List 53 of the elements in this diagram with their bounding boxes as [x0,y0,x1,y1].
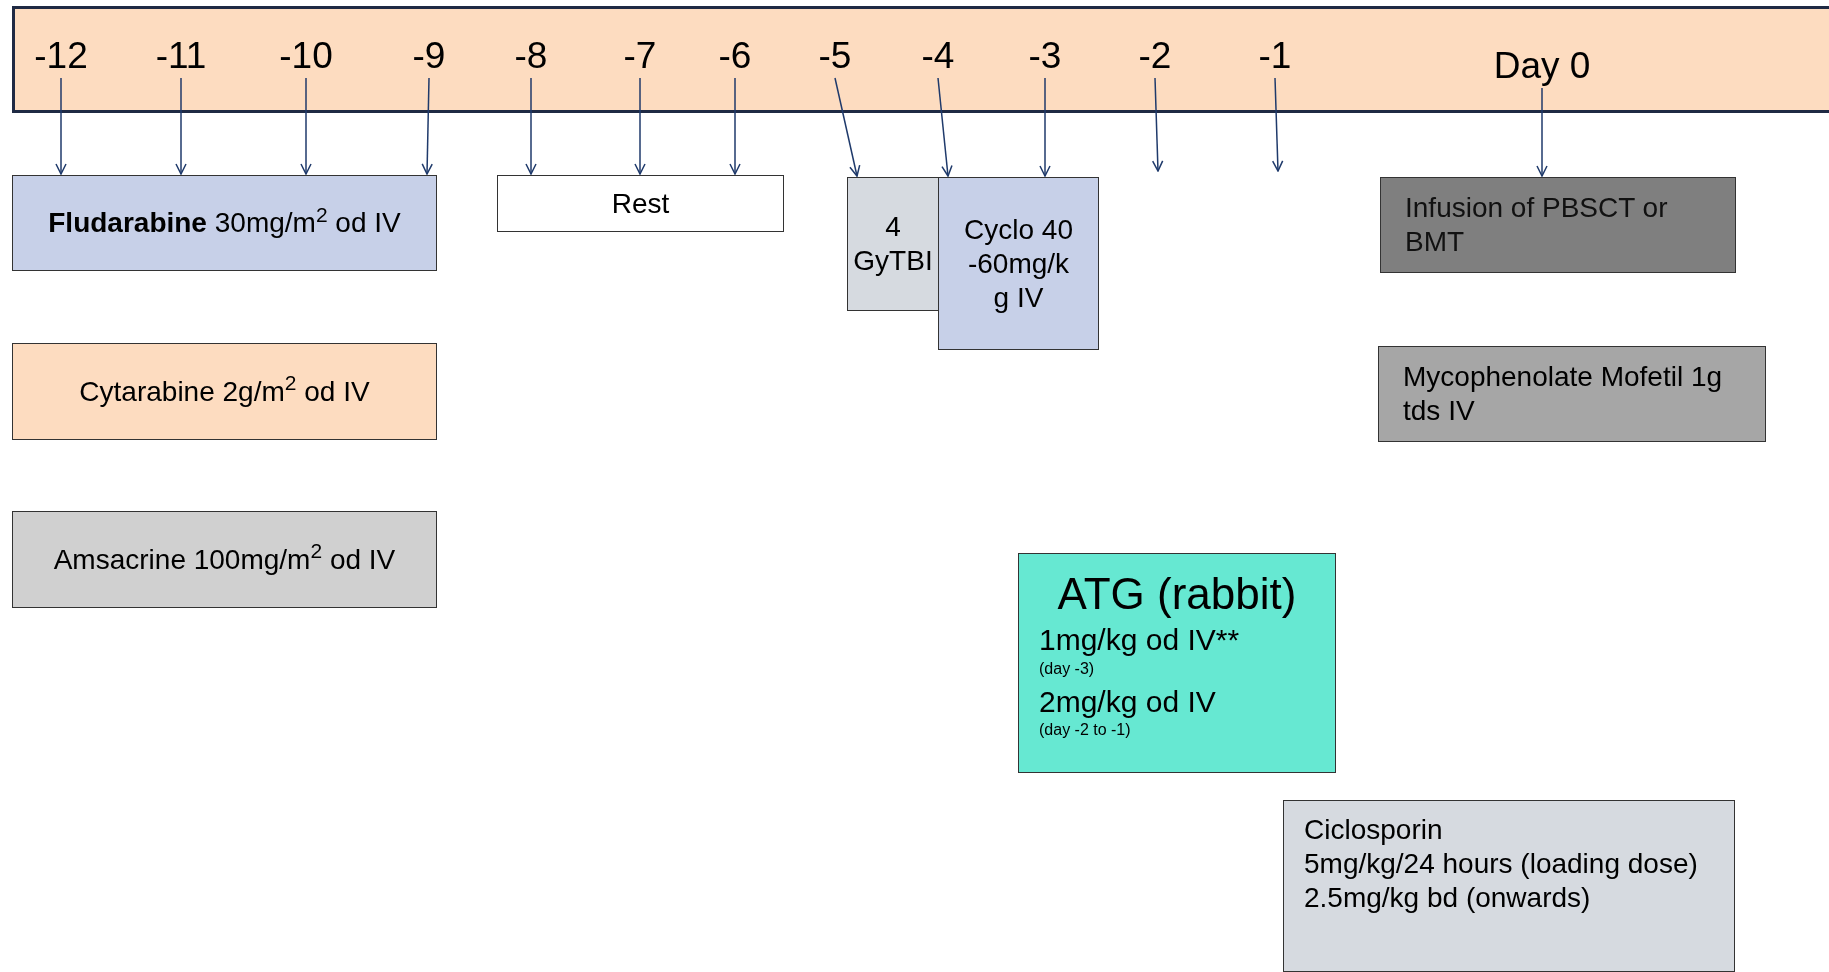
day-number: -4 [920,34,956,78]
day-number: -9 [411,34,447,78]
treatment-box [1018,553,1336,773]
treatment-box [12,511,437,608]
day-number: -7 [622,34,658,78]
arrow [729,77,741,175]
treatment-box [938,177,1099,350]
drug-name: ATG (rabbit) [1056,568,1298,620]
arrow [175,77,187,175]
treatment-box [12,343,437,440]
arrow [525,77,537,175]
box-text: Rest [610,186,671,221]
day-number: -11 [154,34,208,78]
treatment-box [1378,346,1766,442]
day-number: -10 [278,34,334,78]
arrow [834,77,861,177]
treatment-box [12,175,437,271]
day-number: -5 [817,34,853,78]
day-number: -12 [33,34,89,78]
treatment-box [1283,800,1735,972]
box-text: 5mg/kg/24 hours (loading dose) [1304,847,1699,881]
day-number: -6 [717,34,753,78]
treatment-box [1380,177,1736,273]
timeline-band [12,6,1829,113]
arrow [55,77,67,175]
day-number: -3 [1027,34,1063,78]
arrow [634,77,646,175]
day-number: -1 [1257,34,1293,78]
day-note: (day -2 to -1) [1039,720,1132,740]
dose-text: 1mg/kg od IV** [1039,622,1241,658]
arrow [421,77,433,175]
box-text: 2.5mg/kg bd (onwards) [1304,881,1592,915]
arrow [1039,77,1051,177]
box-text: Cytarabine 2g/m$^{2}$ od IV [78,374,371,409]
rest-box [497,175,784,232]
day-number: Day 0 [1492,44,1592,88]
arrow [1271,77,1284,172]
arrow [1536,87,1548,177]
box-text: Mycophenolate Mofetil 1g tds IV [1403,360,1724,428]
day-number: -8 [513,34,549,78]
day-note: (day -3) [1039,658,1096,679]
arrow [937,77,953,177]
box-text: Ciclosporin [1304,813,1444,847]
box-text: 4 GyTBI [852,210,934,278]
arrow [300,77,312,175]
box-text: Amsacrine 100mg/m$^{2}$ od IV [52,542,397,577]
box-text: Infusion of PBSCT or BMT [1405,191,1669,259]
box-text: Fludarabine 30mg/m$^{2}$ od IV [47,206,402,240]
arrow [1151,77,1164,172]
day-number: -2 [1137,34,1173,78]
dose-text: 2mg/kg od IV [1039,683,1217,720]
box-text: Cyclo 40-60mg/kg IV [963,212,1074,315]
treatment-box [847,177,939,311]
